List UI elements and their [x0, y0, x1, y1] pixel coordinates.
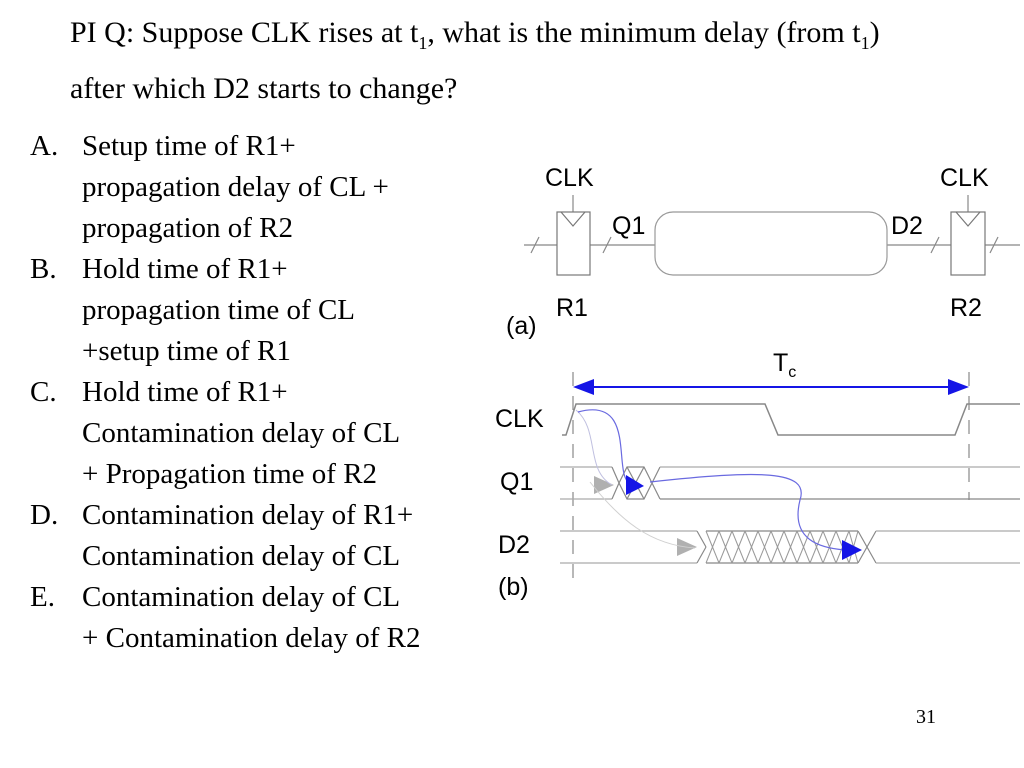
option-letter: C. — [30, 376, 57, 408]
hatch-line — [744, 530, 759, 564]
option-line: Contamination delay of CL — [82, 540, 401, 572]
register-r2 — [950, 211, 986, 276]
tc-arrow-left-head — [573, 379, 594, 395]
d2-label: D2 — [891, 212, 923, 240]
caption-a: (a) — [506, 312, 537, 340]
d2-transition — [857, 530, 868, 548]
bus-slash — [930, 236, 940, 254]
blue-arrow-q1 — [626, 475, 644, 495]
option-e[interactable]: E. Contamination delay of CL + Contamina… — [30, 577, 490, 659]
option-line: + Contamination delay of R2 — [82, 622, 421, 654]
bus-slash — [602, 236, 612, 254]
r2-label: R2 — [950, 294, 982, 322]
tc-sub: c — [788, 364, 797, 381]
hatch-line — [809, 530, 824, 564]
hatch-line — [757, 530, 772, 564]
title-line2: after which D2 starts to change? — [70, 72, 458, 105]
option-d[interactable]: D. Contamination delay of R1+ Contaminat… — [30, 495, 490, 577]
d2-transition — [866, 530, 877, 548]
clk-to-q1-max-curve — [577, 409, 633, 485]
option-line: Contamination delay of R1+ — [82, 499, 414, 531]
option-b[interactable]: B. Hold time of R1+ propagation time of … — [30, 249, 490, 372]
option-line: +setup time of R1 — [82, 335, 291, 367]
hatch-line — [796, 530, 811, 564]
q1-to-d2-curve — [589, 481, 696, 549]
option-line: + Propagation time of R2 — [82, 458, 378, 490]
clk-waveform — [562, 403, 1020, 436]
option-c[interactable]: C. Hold time of R1+ Contamination delay … — [30, 372, 490, 495]
title-sub1: 1 — [418, 33, 428, 53]
r1-label: R1 — [556, 294, 588, 322]
option-line: Contamination delay of CL — [82, 417, 401, 449]
bus-slash — [989, 236, 999, 254]
option-letter: A. — [30, 130, 59, 162]
option-line: propagation time of CL — [82, 294, 356, 326]
clk-signal-label: CLK — [495, 405, 544, 433]
question-title: PI Q: Suppose CLK rises at t1, what is t… — [70, 10, 1000, 111]
d2-signal-label: D2 — [498, 531, 530, 559]
hatch-line — [718, 530, 733, 564]
title-part3: ) — [869, 16, 880, 49]
clk-triangle-r2 — [955, 211, 981, 227]
hatch-line — [705, 530, 720, 564]
clk-triangle-r1 — [560, 211, 586, 227]
option-line: Contamination delay of CL — [82, 581, 401, 613]
title-part2: , what is the minimum delay (from t — [427, 16, 861, 49]
clk-label-left: CLK — [545, 164, 594, 192]
d2-contamination-hatch — [705, 530, 859, 564]
combinational-logic-block — [654, 211, 888, 276]
option-line: Hold time of R1+ — [82, 376, 288, 408]
tc-arrow-right-head — [948, 379, 969, 395]
answer-options: A. Setup time of R1+ propagation delay o… — [30, 126, 490, 659]
option-letter: B. — [30, 253, 57, 285]
option-line: Hold time of R1+ — [82, 253, 288, 285]
clk-label-right: CLK — [940, 164, 989, 192]
register-r1 — [556, 211, 591, 276]
d2-transition — [696, 530, 707, 548]
option-letter: D. — [30, 499, 59, 531]
title-part1: PI Q: Suppose CLK rises at t — [70, 16, 419, 49]
q1-signal-label: Q1 — [500, 468, 534, 496]
d2-transition — [866, 546, 877, 564]
blue-arrow-d2 — [842, 540, 862, 560]
bus-slash — [530, 236, 540, 254]
clk-to-q1-curve — [575, 409, 613, 486]
option-line: Setup time of R1+ — [82, 130, 296, 162]
hatch-line — [731, 530, 746, 564]
option-line: propagation of R2 — [82, 212, 294, 244]
q1-transition — [611, 466, 620, 500]
tc-main: T — [773, 349, 789, 377]
q1-to-d2-max-curve — [649, 473, 846, 551]
hatch-line — [783, 530, 798, 564]
title-sub2: 1 — [860, 33, 870, 53]
q1-label: Q1 — [612, 212, 646, 240]
caption-b: (b) — [498, 573, 529, 601]
d2-transition — [696, 546, 707, 564]
page-number: 31 — [916, 706, 936, 728]
hatch-line — [770, 530, 785, 564]
d2-transition — [857, 546, 868, 564]
option-a[interactable]: A. Setup time of R1+ propagation delay o… — [30, 126, 490, 249]
hatch-line — [822, 530, 837, 564]
q1-transition — [651, 466, 661, 484]
gray-arrow-q1 — [594, 476, 614, 494]
option-line: propagation delay of CL + — [82, 171, 389, 203]
tc-label: Tc — [773, 349, 796, 382]
q1-transition — [651, 482, 661, 500]
option-letter: E. — [30, 581, 55, 613]
